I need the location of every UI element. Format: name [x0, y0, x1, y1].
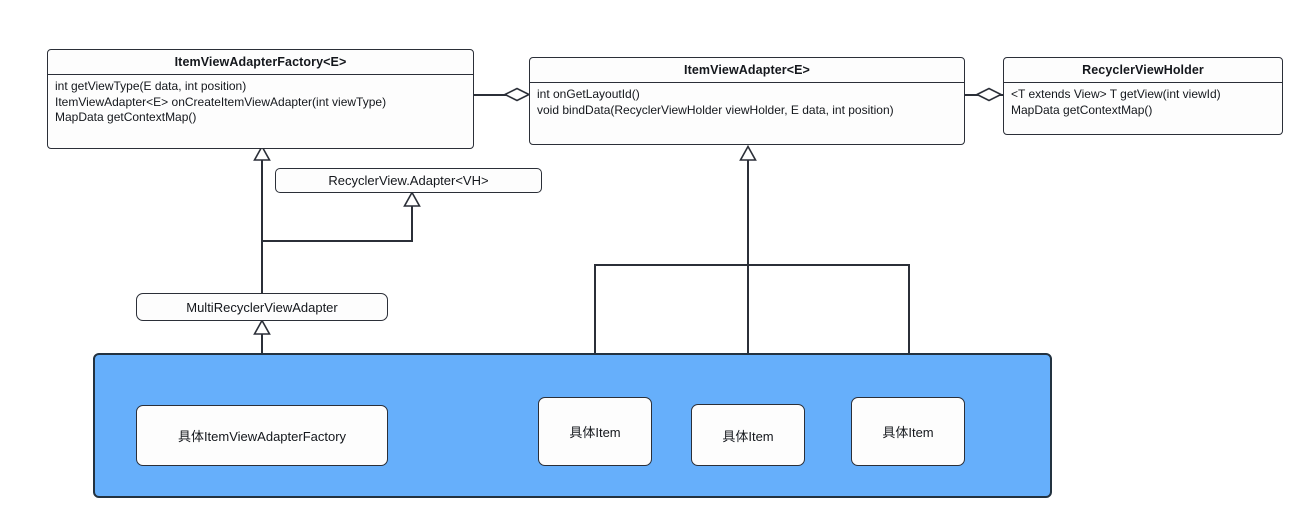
- member-line: ItemViewAdapter<E> onCreateItemViewAdapt…: [55, 94, 387, 109]
- class-members-recyclerviewholder: <T extends View> T getView(int viewId) M…: [1004, 83, 1282, 123]
- box-concrete-item-3[interactable]: 具体Item: [851, 397, 965, 466]
- box-label-concrete-item-3: 具体Item: [882, 425, 934, 440]
- box-label-multi-recyclerview-adapter: MultiRecyclerViewAdapter: [186, 299, 338, 315]
- member-line: void bindData(RecyclerViewHolder viewHol…: [537, 102, 894, 117]
- aggregation-diamond-adapter: [503, 87, 531, 102]
- box-label-concrete-itemviewadapterfactory: 具体ItemViewAdapterFactory: [177, 429, 347, 444]
- box-multi-recyclerview-adapter[interactable]: MultiRecyclerViewAdapter: [136, 293, 388, 321]
- member-line: MapData getContextMap(): [1011, 102, 1153, 117]
- member-line: MapData getContextMap(): [55, 110, 197, 124]
- class-title-itemviewadapterfactory: ItemViewAdapterFactory<E>: [48, 50, 473, 75]
- connector-item1-riser: [594, 265, 596, 398]
- connector-factory-to-adapter: [474, 94, 520, 96]
- connector-item3-riser: [908, 265, 910, 398]
- member-line: int onGetLayoutId(): [537, 87, 640, 101]
- box-recyclerview-adapter[interactable]: RecyclerView.Adapter<VH>: [275, 168, 542, 193]
- connector-branch-to-recyclerview-adapter: [261, 240, 413, 242]
- class-box-recyclerviewholder[interactable]: RecyclerViewHolder <T extends View> T ge…: [1003, 57, 1283, 135]
- box-label-concrete-item-1: 具体Item: [569, 425, 621, 440]
- box-concrete-item-2[interactable]: 具体Item: [691, 404, 805, 466]
- box-concrete-itemviewadapterfactory[interactable]: 具体ItemViewAdapterFactory: [136, 405, 388, 466]
- aggregation-diamond-viewholder: [975, 87, 1003, 102]
- class-members-itemviewadapterfactory: int getViewType(E data, int position) It…: [48, 75, 473, 131]
- box-label-concrete-item-2: 具体Item: [722, 428, 774, 444]
- class-box-itemviewadapter[interactable]: ItemViewAdapter<E> int onGetLayoutId() v…: [529, 57, 965, 145]
- connector-items-bus: [594, 264, 910, 266]
- connector-trunk-left-upper: [261, 148, 263, 293]
- member-line: int getViewType(E data, int position): [55, 79, 247, 93]
- connector-items-to-adapter: [747, 148, 749, 266]
- box-label-recyclerview-adapter: RecyclerView.Adapter<VH>: [328, 173, 489, 188]
- class-members-itemviewadapter: int onGetLayoutId() void bindData(Recycl…: [530, 83, 964, 123]
- box-concrete-item-1[interactable]: 具体Item: [538, 397, 652, 466]
- class-title-recyclerviewholder: RecyclerViewHolder: [1004, 58, 1282, 83]
- member-line: <T extends View> T getView(int viewId): [1011, 87, 1221, 101]
- class-box-itemviewadapterfactory[interactable]: ItemViewAdapterFactory<E> int getViewTyp…: [47, 49, 474, 149]
- connector-item2-riser: [747, 265, 749, 405]
- class-title-itemviewadapter: ItemViewAdapter<E>: [530, 58, 964, 83]
- connector-branch-vertical-recyclerview-adapter: [411, 196, 413, 241]
